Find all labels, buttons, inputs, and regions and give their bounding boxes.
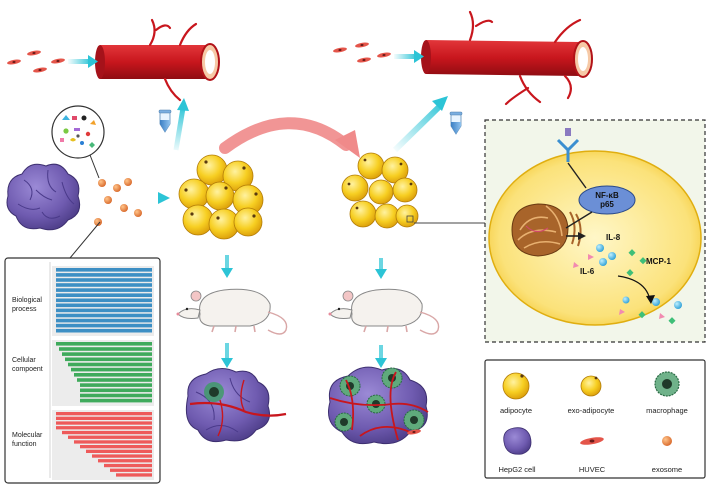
legend-label-exosome: exosome [652, 465, 682, 474]
signaling-panel: NF-κB p65 IL-8 IL-6 MCP-1 [484, 119, 706, 343]
go-label-molecular-2: function [12, 441, 37, 448]
il6-label: IL-6 [580, 267, 595, 276]
go-bar [74, 440, 152, 444]
exosomes [94, 178, 142, 226]
huvec-cluster-right [332, 41, 392, 64]
go-bar [68, 362, 152, 367]
go-bar [56, 412, 152, 416]
go-label-biological-2: process [12, 306, 37, 313]
go-bar [80, 398, 152, 403]
macrophage-infiltrates [334, 367, 425, 432]
huvec-icon [580, 437, 604, 445]
go-bar [56, 268, 152, 272]
go-bar [56, 416, 152, 420]
go-bar [56, 308, 152, 313]
go-bar [71, 367, 152, 372]
go-bar [110, 468, 152, 472]
tumor-left [185, 368, 287, 443]
tube-icon [158, 109, 172, 133]
go-bar [56, 278, 152, 282]
go-bar [56, 298, 152, 303]
go-bar [56, 342, 152, 346]
go-bar [80, 393, 152, 398]
huvec-cluster-left [6, 49, 66, 74]
exosome-icon [662, 436, 672, 446]
nucleus-er-icon [511, 203, 582, 257]
adipocyte-icon [502, 372, 530, 400]
arrow-down-right-1 [375, 258, 387, 279]
arrow-down-left-1 [221, 255, 233, 278]
go-bar [80, 388, 152, 393]
go-bar [74, 373, 152, 377]
go-bar [68, 435, 152, 439]
go-bar [77, 378, 152, 382]
tube-icon [449, 111, 463, 135]
arrow-down-left-2 [221, 343, 233, 368]
go-bar [104, 463, 152, 468]
arrow-up-left [173, 98, 189, 151]
exosome-cargo-bubble [51, 105, 105, 179]
go-bar [98, 459, 152, 463]
adipocyte-cluster [178, 154, 264, 240]
legend-label-macrophage: macrophage [646, 406, 688, 415]
exo-adipocyte-icon [580, 375, 602, 397]
arrow-to-vessel-right [394, 50, 424, 63]
legend-label-hepg2: HepG2 cell [498, 465, 535, 474]
p65-label: p65 [600, 200, 614, 209]
go-bar [56, 303, 152, 308]
go-bar [56, 288, 152, 292]
mcp1-label: MCP-1 [646, 257, 671, 266]
go-label-molecular-1: Molecular [12, 432, 43, 439]
arrow-up-right [392, 96, 448, 153]
go-bar [62, 352, 152, 356]
go-bars-container [56, 268, 152, 477]
go-bar [65, 357, 152, 362]
receptor-icon [556, 128, 587, 189]
mouse-left [176, 288, 288, 335]
go-label-cellular-2: compoent [12, 366, 43, 373]
go-bar [56, 421, 152, 425]
go-bar [56, 313, 152, 318]
arrow-exosome-to-adipocyte [92, 192, 170, 204]
hepg2-cluster [6, 163, 81, 231]
tumor-right [328, 366, 429, 445]
go-bar [92, 454, 152, 458]
legend-panel: adipocyte exo-adipocyte macrophage HepG2… [484, 359, 706, 479]
arrow-down-right-2 [375, 345, 387, 368]
go-enrichment-panel: Biological process Cellular compoent Mol… [4, 257, 161, 484]
go-bar [116, 473, 152, 477]
nfkb-label: NF-κB [595, 191, 619, 200]
legend-label-adipocyte: adipocyte [500, 406, 532, 415]
go-label-cellular-1: Cellular [12, 357, 36, 364]
go-bar [56, 328, 152, 333]
go-bar [56, 293, 152, 297]
arrow-to-vessel-left [68, 55, 98, 68]
legend-label-exo-adipocyte: exo-adipocyte [568, 406, 615, 415]
go-bar [56, 426, 152, 430]
go-label-biological-1: Biological [12, 297, 42, 304]
go-bar [62, 430, 152, 435]
mouse-right [328, 288, 440, 335]
macrophage-icon [654, 371, 680, 397]
blood-vessel-right [421, 10, 593, 106]
callout-line [69, 221, 101, 259]
go-bar [56, 318, 152, 323]
legend-label-huvec: HUVEC [579, 465, 606, 474]
go-bar [56, 323, 152, 328]
go-bar [80, 445, 152, 449]
go-bar [86, 449, 152, 453]
exo-adipocyte-cluster [341, 152, 419, 229]
blood-vessel-left [95, 18, 220, 102]
il8-label: IL-8 [606, 233, 621, 242]
go-bar [59, 347, 152, 351]
go-bar [80, 383, 152, 387]
transformation-arrow [219, 117, 360, 158]
go-bar [56, 273, 152, 277]
hepg2-cell-icon [503, 427, 532, 455]
go-bar [56, 283, 152, 287]
